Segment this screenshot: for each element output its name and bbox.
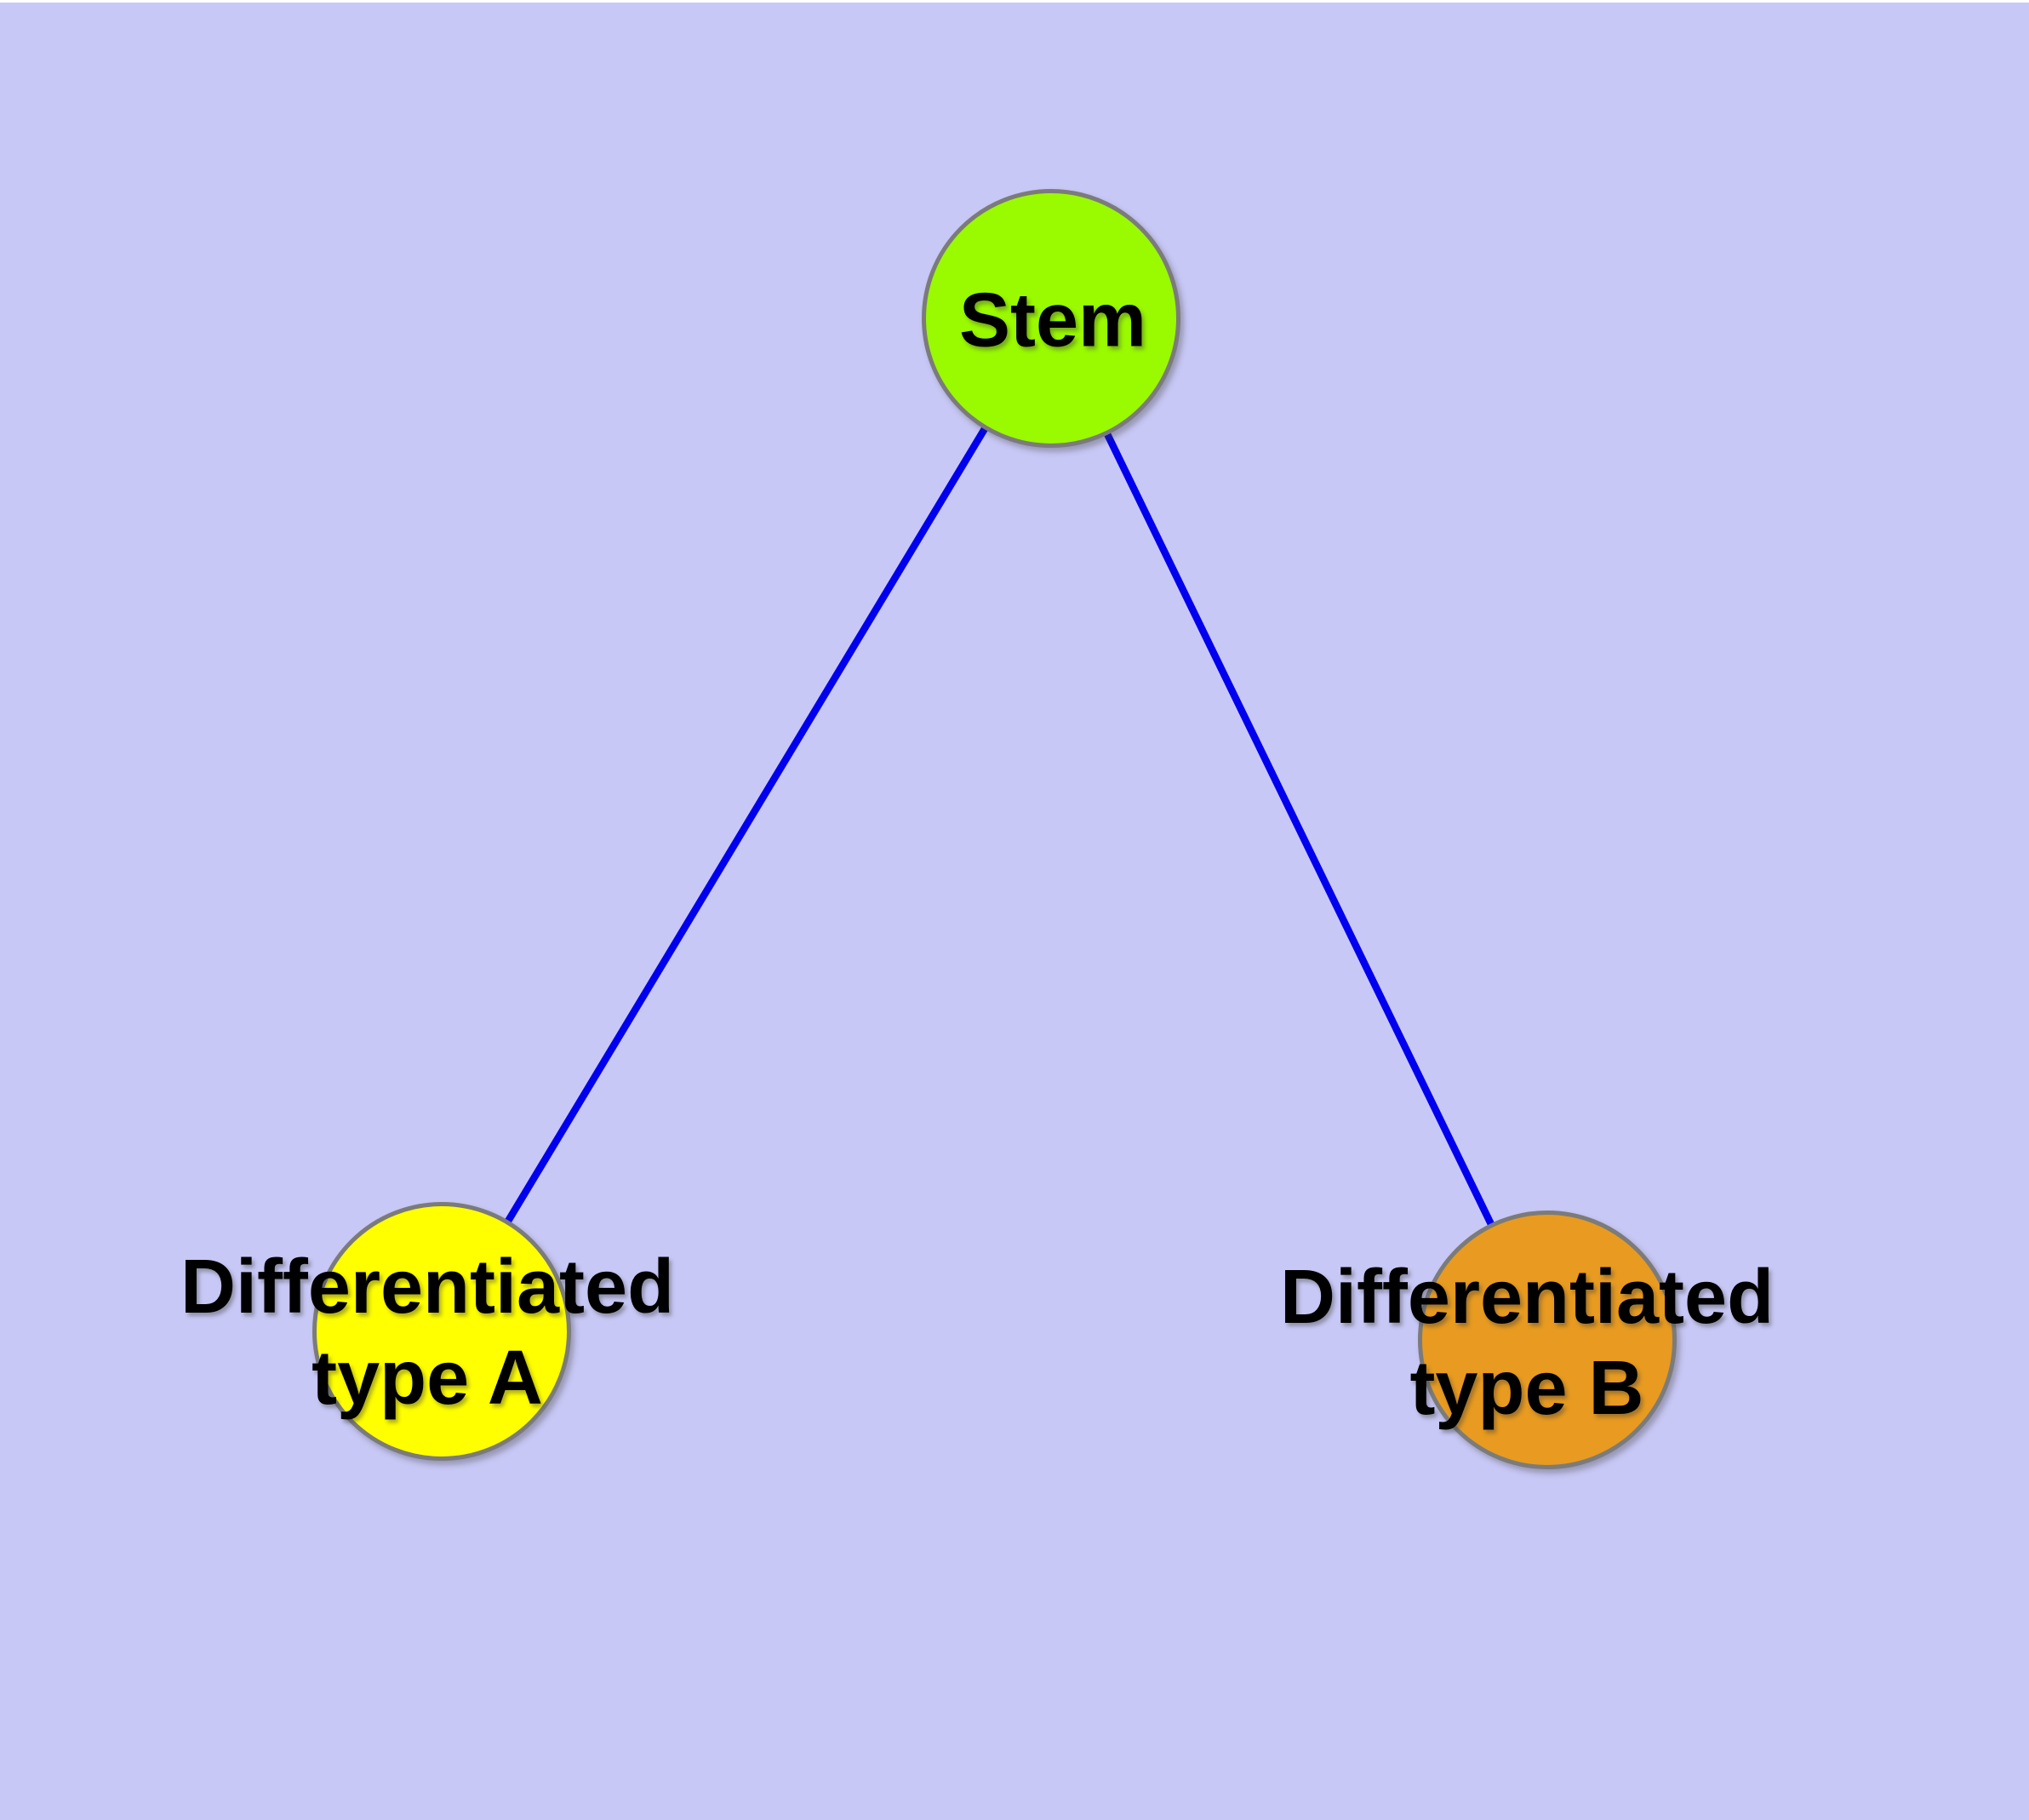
edge-stem-to-type-a xyxy=(438,316,1055,1334)
node-stem-circle xyxy=(922,189,1180,448)
label-line: type A xyxy=(311,1336,543,1421)
node-label-stem: Stem xyxy=(959,276,1146,367)
node-differentiated-type-b-circle xyxy=(1418,1210,1677,1469)
top-margin-strip xyxy=(0,0,2029,3)
node-label-type-a: Differentiated type A xyxy=(180,1242,674,1424)
node-label-type-b: Differentiated type B xyxy=(1280,1252,1774,1434)
label-line: Differentiated xyxy=(180,1245,675,1330)
label-line: Differentiated xyxy=(1279,1255,1775,1340)
node-differentiated-type-a-circle xyxy=(312,1202,571,1461)
edge-stem-to-type-b xyxy=(1048,317,1551,1342)
label-line: Stem xyxy=(958,278,1147,363)
label-line: type B xyxy=(1409,1346,1644,1431)
